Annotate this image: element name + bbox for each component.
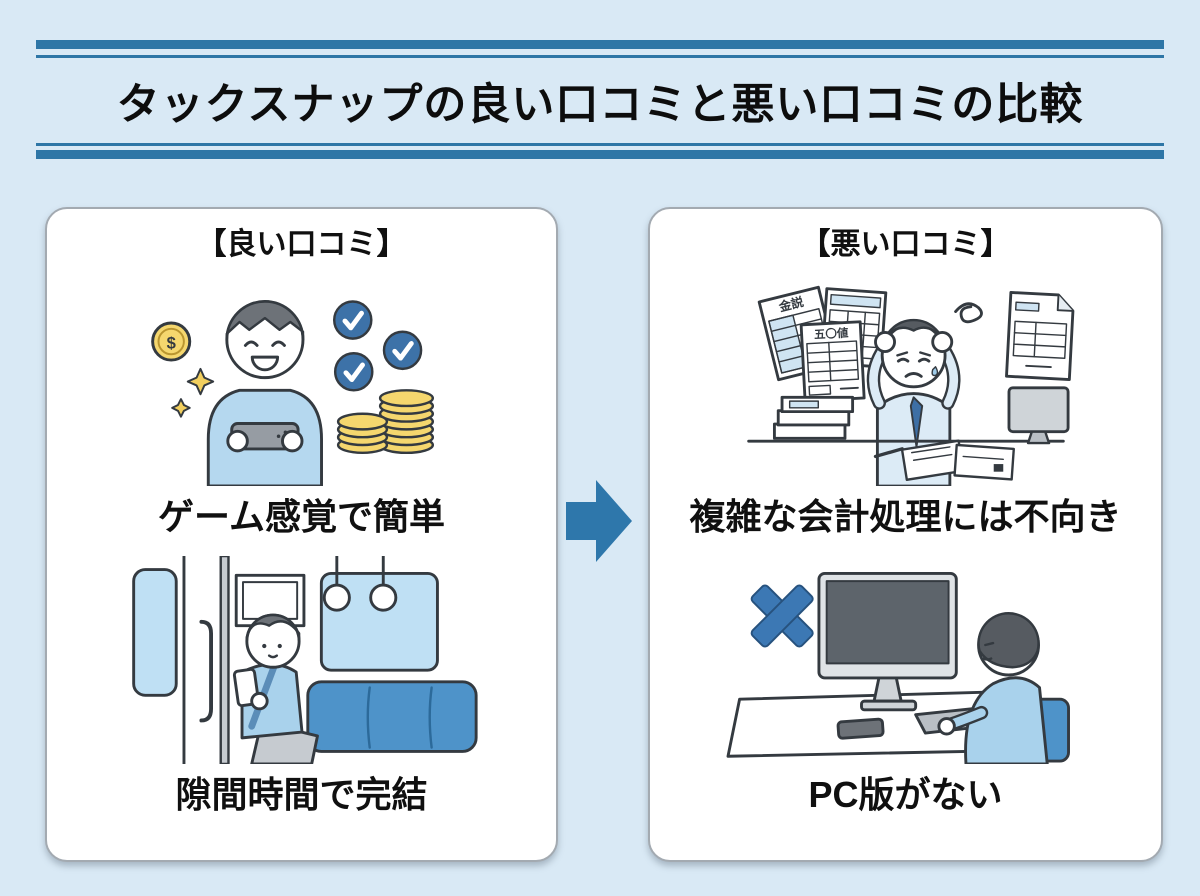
train-door-window [131, 568, 178, 697]
page-title: タックスナップの良い口コミと悪い口コミの比較 [116, 80, 1084, 129]
seated-person [232, 613, 319, 764]
bottom-rule-thin [36, 143, 1164, 146]
bad-reviews-card: 【悪い口コミ】 金説 [648, 207, 1163, 862]
bottom-rule-thick [36, 150, 1164, 159]
dollar-coin-icon: $ [150, 321, 191, 362]
bad-caption-1: 複雑な会計処理には不向き [689, 496, 1122, 537]
door-handle [198, 619, 213, 723]
cross-mark-icon [750, 584, 814, 648]
large-monitor [816, 571, 958, 712]
train-seat [305, 680, 478, 753]
train-pole [219, 556, 230, 764]
bad-caption-2: PC版がない [808, 774, 1003, 815]
infographic-page: タックスナップの良い口コミと悪い口コミの比較 【良い口コミ】 $ [0, 0, 1200, 867]
no-pc-illustration [650, 556, 1161, 764]
svg-text:五〇値: 五〇値 [813, 326, 849, 342]
coin-stack-icons [336, 389, 434, 455]
svg-text:$: $ [166, 333, 175, 352]
person-playing-game [206, 300, 323, 486]
checkmark-icons [332, 300, 422, 392]
sparkle-icons [170, 367, 214, 418]
person-at-computer [936, 612, 1049, 764]
good-reviews-card: 【良い口コミ】 $ [45, 207, 558, 862]
game-smartphone-illustration: $ [47, 281, 556, 486]
stressed-worker-svg: 金説 [746, 285, 1074, 486]
svg-text:金説: 金説 [776, 294, 805, 315]
sweat-drop [930, 366, 938, 377]
loose-papers [900, 439, 1015, 481]
desk-monitor [1007, 386, 1070, 445]
good-reviews-title: 【良い口コミ】 [196, 228, 407, 261]
paper-stack [772, 395, 854, 440]
hanging-strap-icons [322, 556, 397, 612]
stress-squiggle-icon [953, 302, 983, 324]
right-arrow-icon [566, 478, 634, 564]
train-phone-svg [131, 556, 478, 764]
smartphone-on-desk [836, 717, 885, 740]
no-pc-svg [726, 571, 1070, 764]
pen-icon [873, 447, 904, 459]
tax-document-3: 五〇値 [799, 320, 866, 403]
top-rule-thin [36, 55, 1164, 58]
train-phone-illustration [47, 556, 556, 764]
tax-document-4 [1004, 291, 1074, 381]
bad-reviews-title: 【悪い口コミ】 [800, 228, 1011, 261]
good-caption-1: ゲーム感覚で簡単 [158, 496, 445, 537]
good-caption-2: 隙間時間で完結 [175, 774, 428, 815]
stressed-worker-illustration: 金説 [650, 281, 1161, 486]
top-rule-thick [36, 40, 1164, 49]
header: タックスナップの良い口コミと悪い口コミの比較 [36, 0, 1164, 159]
comparison-section: 【良い口コミ】 $ [0, 207, 1200, 867]
game-smartphone-svg: $ [150, 300, 434, 486]
